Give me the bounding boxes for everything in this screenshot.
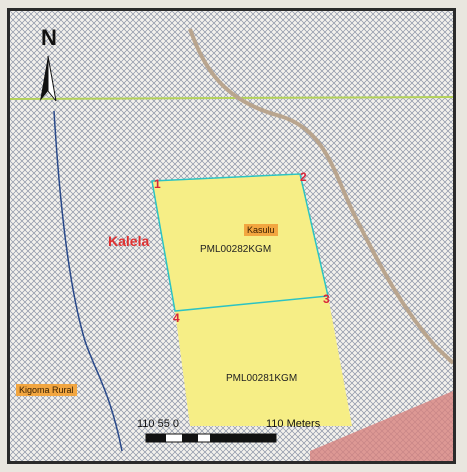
north-letter: N (41, 25, 57, 50)
vertex-label: 4 (173, 311, 180, 325)
scale-bar (145, 433, 277, 443)
river (53, 110, 123, 452)
boundary-line (10, 96, 453, 100)
parcel-pml00281kgm[interactable] (175, 296, 352, 426)
map-canvas[interactable] (10, 11, 453, 461)
parcel-label: PML00281KGM (226, 373, 298, 384)
vertex-label: 3 (323, 292, 330, 306)
place-label-kalela: Kalela (108, 233, 150, 249)
north-arrow-icon (40, 55, 57, 102)
scale-units: 110 Meters (266, 418, 321, 430)
place-label-kigoma-rural: Kigoma Rural (16, 384, 77, 396)
place-label-kasulu: Kasulu (244, 224, 278, 236)
red-area (310, 391, 453, 461)
road (188, 28, 453, 365)
map-frame: N Kalela Kasulu Kigoma Rural PML00282KGM… (7, 8, 456, 464)
vertex-label: 2 (300, 170, 307, 184)
parcel-pml00282kgm[interactable] (151, 173, 329, 312)
scale-ticks: 110 55 0 (137, 418, 180, 430)
vertex-label: 1 (154, 177, 161, 191)
parcel-label: PML00282KGM (200, 244, 272, 255)
